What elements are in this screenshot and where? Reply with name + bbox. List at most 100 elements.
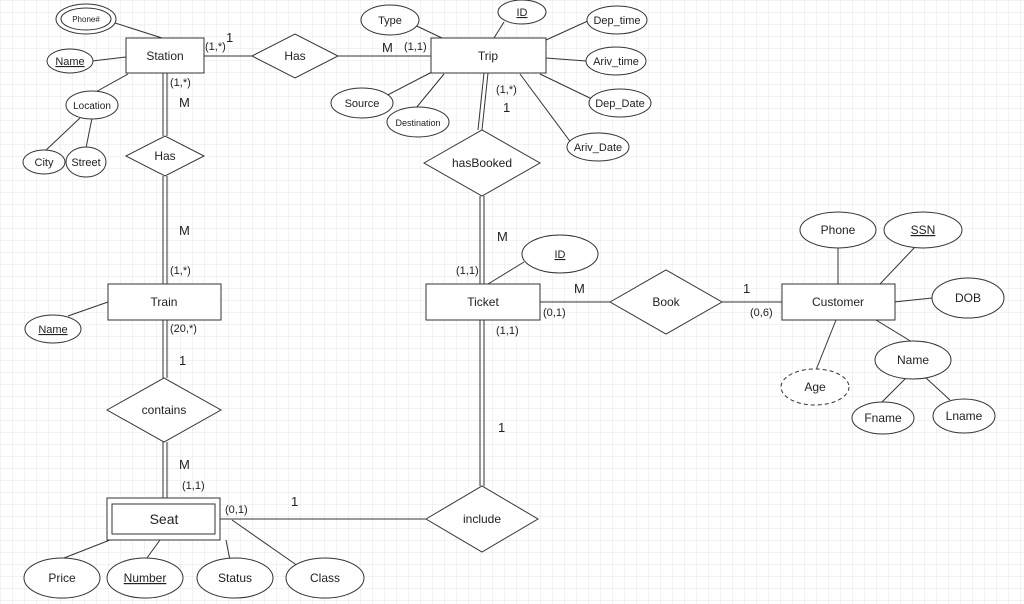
cardinality-seat-include: (0,1) [225, 504, 248, 516]
multiplicity-hasbooked-ticket: M [497, 229, 508, 244]
multiplicity-trip-hasbooked: 1 [503, 100, 510, 115]
attribute-customer-phone: Phone [799, 211, 877, 249]
attribute-seat-status: Status [196, 557, 274, 599]
relationship-station-trip-label: Has [284, 49, 305, 63]
cardinality-train-contains: (20,*) [170, 323, 197, 335]
relationship-trip-ticket-label: hasBooked [452, 156, 512, 170]
attribute-ticket-id-key: ID [521, 234, 599, 274]
attribute-trip-source: Source [330, 87, 394, 119]
attribute-customer-dob: DOB [931, 277, 1005, 319]
entity-seat-weak: Seat [106, 497, 221, 541]
entity-ticket: Ticket [425, 283, 541, 321]
attribute-customer-phone-label: Phone [821, 223, 856, 237]
attribute-trip-dep-date: Dep_Date [588, 88, 652, 118]
multiplicity-station-has2: M [179, 95, 190, 110]
cardinality-ticket-include: (1,1) [496, 325, 519, 337]
attribute-location-city-label: City [35, 157, 54, 169]
multiplicity-has2-train: M [179, 223, 190, 238]
multiplicity-ticket-book: M [574, 281, 585, 296]
relationship-trip-ticket: hasBooked [422, 129, 542, 197]
connector-lines [43, 19, 951, 567]
attribute-location-street: Street [65, 146, 107, 178]
cardinality-contains-seat: (1,1) [182, 480, 205, 492]
attribute-seat-class: Class [285, 557, 365, 599]
attribute-customer-name-label: Name [897, 353, 929, 367]
attribute-name-lname: Lname [932, 398, 996, 434]
attribute-trip-ariv-time: Ariv_time [585, 46, 647, 76]
attribute-seat-status-label: Status [218, 571, 252, 585]
entity-station-label: Station [146, 49, 183, 63]
cardinality-has2-train: (1,*) [170, 265, 191, 277]
attribute-trip-type-label: Type [378, 15, 402, 27]
attribute-trip-dep-time: Dep_time [586, 5, 648, 35]
cardinality-hasbooked-ticket: (1,1) [456, 265, 479, 277]
attribute-trip-dep-time-label: Dep_time [593, 15, 640, 27]
attribute-customer-ssn-label: SSN [911, 223, 936, 237]
attribute-station-name-label: Name [55, 56, 84, 68]
attribute-trip-id-label: ID [517, 7, 528, 19]
entity-train: Train [107, 283, 222, 321]
relationship-station-trip: Has [250, 33, 340, 79]
attribute-trip-ariv-date: Ariv_Date [566, 132, 630, 162]
entity-trip-label: Trip [478, 49, 499, 63]
attribute-customer-age-derived: Age [780, 368, 850, 406]
multiplicity-book-customer: 1 [743, 281, 750, 296]
cardinality-trip-hasbooked: (1,*) [496, 84, 517, 96]
relationship-ticket-customer: Book [608, 269, 724, 335]
attribute-name-fname-label: Fname [864, 411, 902, 425]
relationship-train-seat: contains [105, 377, 223, 443]
entity-ticket-label: Ticket [467, 295, 499, 309]
attribute-customer-name-composite: Name [874, 340, 952, 380]
cardinality-ticket-book: (0,1) [543, 307, 566, 319]
attribute-trip-dep-date-label: Dep_Date [595, 98, 645, 110]
attribute-trip-ariv-date-label: Ariv_Date [574, 142, 622, 154]
multiplicity-station-has: 1 [226, 30, 233, 45]
relationship-seat-ticket-label: include [463, 512, 501, 526]
attribute-location-street-label: Street [71, 157, 100, 169]
cardinality-station-has: (1,*) [205, 41, 226, 53]
cardinality-labels: (1,*) 1 M (1,1) (1,*) M M (1,*) (1,*) 1 … [170, 30, 773, 516]
attribute-train-name-label: Name [38, 324, 67, 336]
attribute-seat-price: Price [23, 557, 101, 599]
attribute-ticket-id-label: ID [555, 249, 566, 261]
attribute-seat-number-key: Number [106, 557, 184, 599]
attribute-seat-price-label: Price [48, 571, 76, 585]
attribute-trip-id-key: ID [497, 0, 547, 25]
multiplicity-ticket-include: 1 [498, 420, 505, 435]
attribute-customer-dob-label: DOB [955, 291, 981, 305]
relationship-ticket-customer-label: Book [652, 295, 680, 309]
entity-customer-label: Customer [812, 295, 864, 309]
attribute-location-city: City [22, 149, 66, 175]
multiplicity-seat-include: 1 [291, 494, 298, 509]
attribute-station-phone-label: Phone# [72, 15, 100, 24]
relationship-seat-ticket: include [425, 485, 539, 553]
attribute-station-name-key: Name [46, 48, 94, 74]
entity-station: Station [125, 37, 205, 74]
attribute-trip-destination-label: Destination [395, 118, 440, 128]
cardinality-book-customer: (0,6) [750, 307, 773, 319]
entity-trip: Trip [430, 37, 547, 74]
relationship-station-train: Has [124, 135, 206, 177]
attribute-seat-class-label: Class [310, 571, 340, 585]
cardinality-station-has2: (1,*) [170, 77, 191, 89]
attribute-train-name-key: Name [24, 314, 82, 344]
attribute-trip-destination: Destination [386, 106, 450, 138]
attribute-trip-type: Type [360, 4, 420, 36]
entity-customer: Customer [781, 283, 896, 321]
attribute-trip-ariv-time-label: Ariv_time [593, 56, 639, 68]
attribute-station-location-label: Location [73, 101, 111, 112]
attribute-name-lname-label: Lname [946, 409, 983, 423]
relationship-train-seat-label: contains [142, 403, 187, 417]
multiplicity-has-trip: M [382, 40, 393, 55]
attribute-station-location: Location [65, 90, 119, 120]
multiplicity-train-contains: 1 [179, 353, 186, 368]
entity-train-label: Train [151, 295, 178, 309]
cardinality-has-trip: (1,1) [404, 41, 427, 53]
attribute-station-phone-multivalued: Phone# [55, 3, 117, 35]
multiplicity-contains-seat: M [179, 457, 190, 472]
attribute-customer-ssn-key: SSN [883, 211, 963, 249]
attribute-name-fname: Fname [851, 401, 915, 435]
attribute-seat-number-label: Number [124, 571, 167, 585]
relationship-station-train-label: Has [154, 149, 175, 163]
